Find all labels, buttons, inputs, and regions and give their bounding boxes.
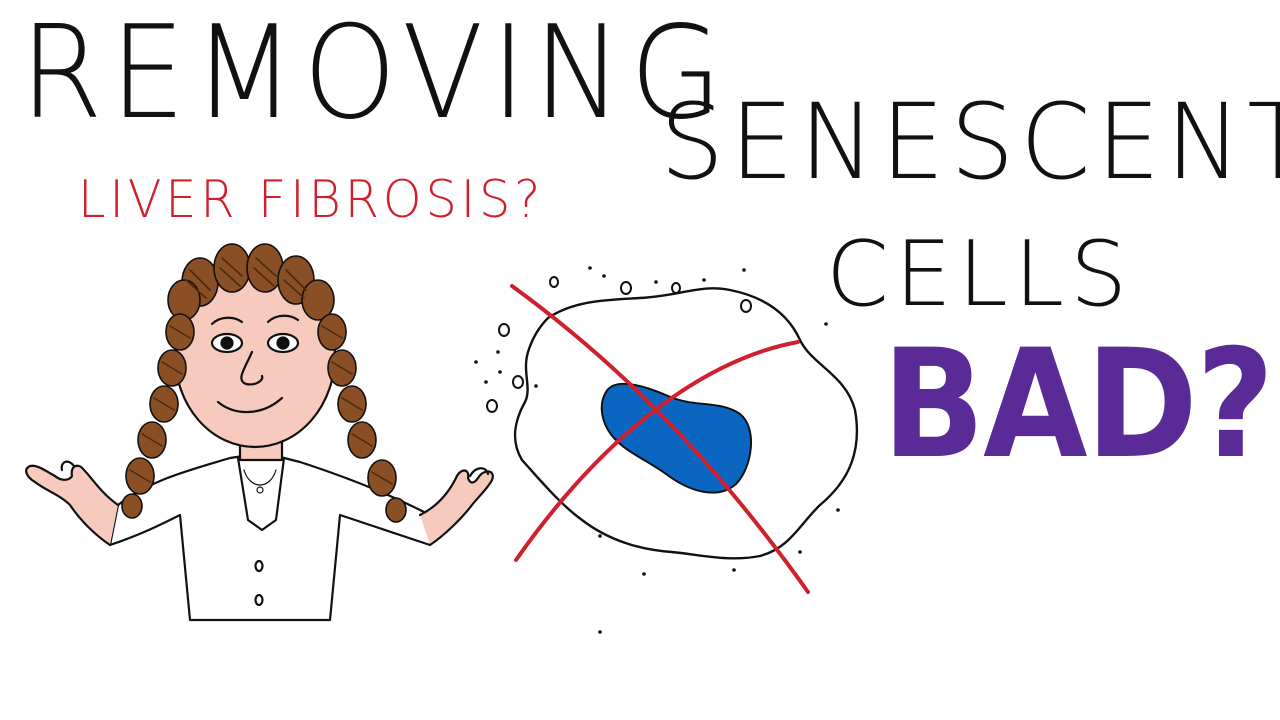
scientist-illustration	[25, 243, 494, 622]
subtitle-liver-fibrosis: LIVER FIBROSIS?	[78, 170, 545, 230]
title-bad-question: BAD?	[882, 318, 1274, 492]
cross-out-icon	[510, 284, 810, 594]
title-senescent: SENESCENT	[660, 81, 1280, 203]
title-removing: REMOVING	[20, 0, 730, 148]
title-cells: CELLS	[826, 222, 1134, 327]
